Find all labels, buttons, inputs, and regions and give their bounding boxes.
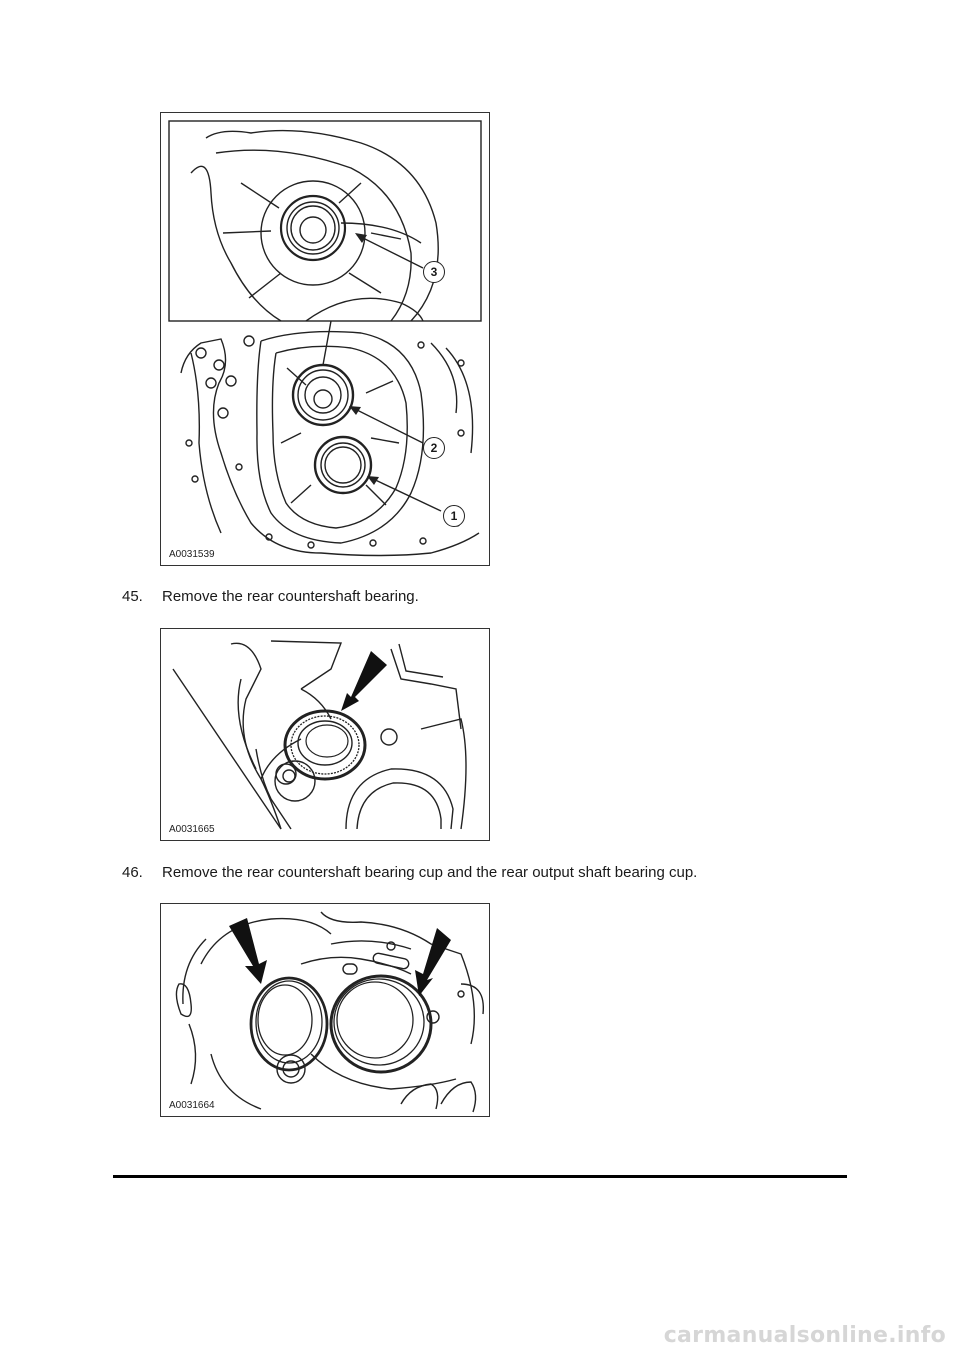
figure-code: A0031539 [169,549,215,560]
step-45: 45. Remove the rear countershaft bearing. [122,588,419,605]
footer-rule [113,1175,847,1178]
step-number: 46. [122,864,143,881]
rear-countershaft-bearing-illustration [172,640,467,830]
figure-code: A0031665 [169,824,215,835]
callout-1: 1 [443,505,465,527]
figure-bearing-locations: 3 2 1 A0031539 [160,112,490,566]
step-number: 45. [122,588,143,605]
bearing-cups-illustration [175,911,485,1113]
watermark: carmanualsonline.info [663,1323,946,1348]
figure-rear-countershaft-bearing: A0031665 [160,628,490,841]
callout-3: 3 [423,261,445,283]
step-46: 46. Remove the rear countershaft bearing … [122,864,697,881]
bearing-locations-illustration [168,120,482,557]
figure-bearing-cups: A0031664 [160,903,490,1117]
callout-2: 2 [423,437,445,459]
step-text: Remove the rear countershaft bearing cup… [162,864,698,881]
step-text: Remove the rear countershaft bearing. [162,588,419,605]
figure-code: A0031664 [169,1100,215,1111]
